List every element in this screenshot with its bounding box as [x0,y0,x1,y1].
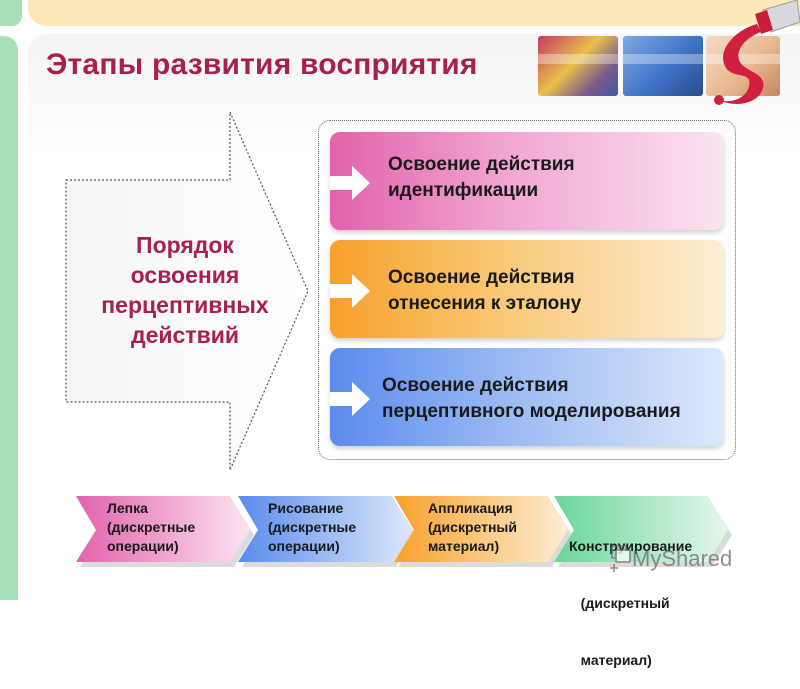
step-line: отнесения к эталону [388,293,582,314]
activity-construction-label: Конструирование (дискретный материал) [569,499,692,689]
step-arrow-icon [330,274,370,308]
watermark-text: MyShared [632,546,732,571]
step-arrow-icon [330,382,370,416]
step-standard-reference [330,240,724,338]
order-arrow-line: освоения [130,262,240,288]
step-line: Освоение действия [388,267,575,288]
paint-tube-icon [714,0,800,105]
step-line: идентификации [388,180,539,201]
order-arrow-line: перцептивных [101,292,269,318]
step-arrow-icon [330,166,370,200]
activity-line: Рисование [268,500,344,516]
photo-plasticine [538,36,618,96]
step-line: перцептивного моделирования [382,401,681,422]
step-line: Освоение действия [382,375,569,396]
step-standard-reference-label: Освоение действия отнесения к эталону [388,265,581,317]
order-arrow-line: действий [130,322,239,348]
activity-drawing-label: Рисование (дискретные операции) [268,499,356,556]
page-title: Этапы развития восприятия [46,48,478,81]
step-line: Освоение действия [388,154,575,175]
order-arrow-label: Порядок освоения перцептивных действий [80,230,290,350]
activity-line: Лепка [107,500,148,516]
chevron-sculpting [76,496,254,567]
step-perceptual-modeling-label: Освоение действия перцептивного моделиро… [382,373,681,425]
step-identification-label: Освоение действия идентификации [388,152,575,204]
order-arrow [65,111,309,471]
activity-applique-label: Аппликация (дискретный материал) [428,499,517,556]
activity-line: (дискретные [107,519,196,535]
step-perceptual-modeling [330,348,724,446]
activity-line: операции) [268,538,340,554]
top-left-frame-accent [0,0,22,26]
activity-line: материал) [569,652,652,668]
chevron-applique [394,496,572,567]
activity-line: Аппликация [428,500,513,516]
order-arrow-line: Порядок [136,232,234,258]
activity-line: (дискретный [428,519,517,535]
activity-sculpting-label: Лепка (дискретные операции) [107,499,195,556]
chevron-construction [554,496,732,567]
activity-line: (дискретный [569,595,670,611]
steps-frame [318,120,736,460]
photo-brush [623,36,703,96]
activity-line: (дискретные [268,519,357,535]
activity-line: Конструирование [569,538,693,554]
activity-line: операции) [107,538,179,554]
top-frame-bar [28,0,800,26]
left-frame-bar [0,36,18,600]
step-identification [330,132,724,230]
watermark-logo: MyShared [610,545,732,572]
activity-line: материал) [428,538,500,554]
chevron-drawing [238,496,416,567]
